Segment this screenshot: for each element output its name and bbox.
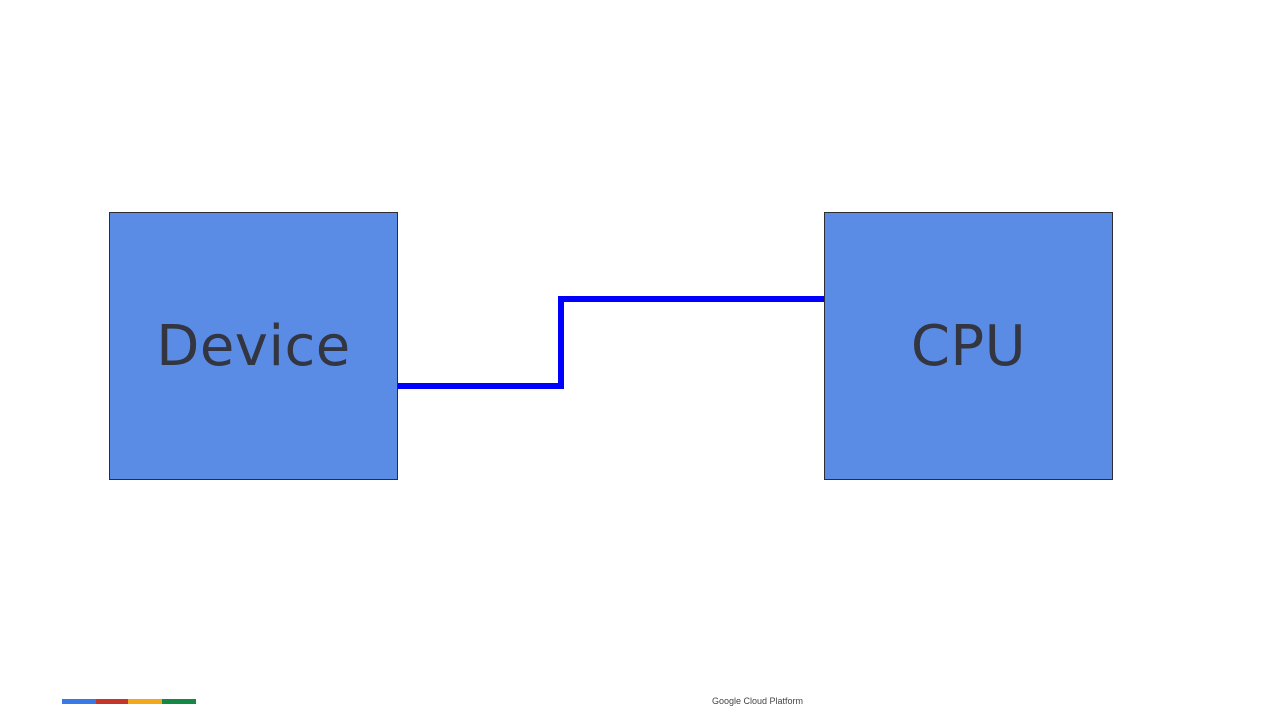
brand-color-bar (62, 699, 196, 704)
footer-label: Google Cloud Platform (712, 696, 804, 706)
brand-bar-yellow (128, 699, 162, 704)
cpu-box: CPU (824, 212, 1113, 480)
brand-bar-red (96, 699, 128, 704)
brand-bar-green (162, 699, 196, 704)
brand-bar-blue (62, 699, 96, 704)
device-to-cpu-connector (398, 296, 824, 389)
device-label: Device (156, 313, 351, 379)
device-box: Device (109, 212, 398, 480)
cpu-label: CPU (910, 313, 1027, 379)
